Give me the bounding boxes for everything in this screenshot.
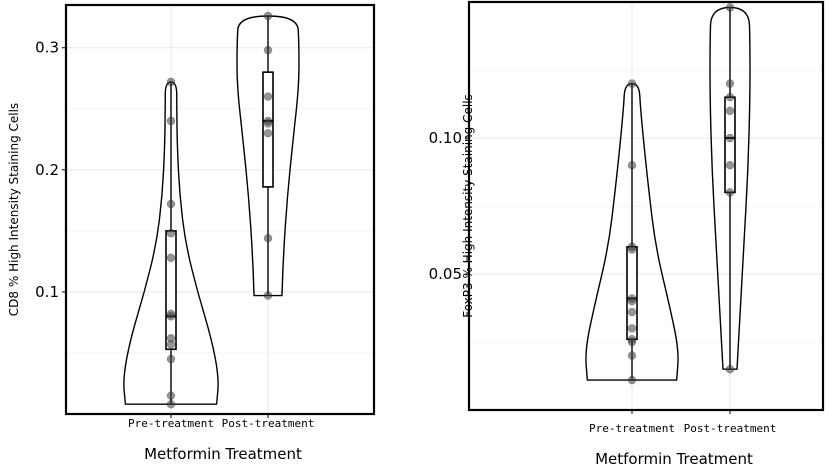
x-tick-label: Post-treatment <box>684 422 777 435</box>
y-tick-label: 0.10 <box>429 129 462 147</box>
data-point <box>166 116 176 126</box>
data-point <box>627 351 637 360</box>
data-point <box>725 160 735 170</box>
data-point <box>725 364 735 374</box>
box <box>165 230 177 351</box>
y-tick-label: 0.3 <box>35 39 59 57</box>
data-point <box>627 245 637 254</box>
data-point <box>725 133 735 143</box>
data-point <box>725 92 735 102</box>
x-axis-label: Metformin Treatment <box>144 445 302 463</box>
y-axis-label: FoxP3 % High Intensity Staining Cells <box>461 94 475 318</box>
data-point <box>166 391 176 400</box>
data-point <box>263 128 273 138</box>
violin-post-treatment <box>236 15 300 297</box>
data-point <box>166 340 176 349</box>
data-point <box>166 399 176 409</box>
data-point <box>263 45 273 55</box>
violin-pre-treatment <box>585 82 679 381</box>
data-point <box>166 229 176 238</box>
y-tick-label: 0.1 <box>35 283 59 301</box>
data-point <box>166 354 176 364</box>
x-axis-label: Metformin Treatment <box>595 450 753 468</box>
data-point <box>627 296 637 306</box>
data-point <box>166 312 176 321</box>
data-point <box>166 199 176 209</box>
plot-frame <box>467 0 825 412</box>
data-point <box>263 11 273 21</box>
data-point <box>166 253 176 262</box>
data-point <box>263 119 273 128</box>
data-point <box>627 307 637 317</box>
cd8-panel: Pre-treatment Post-treatment 0.1 0.2 0.3CD8 … <box>7 3 376 463</box>
data-point <box>725 106 735 116</box>
data-point <box>725 3 735 12</box>
y-tick-label: 0.05 <box>429 265 462 283</box>
data-point <box>263 92 273 101</box>
plot-frame <box>64 3 376 416</box>
y-axis-label: CD8 % High Intensity Staining Cells <box>7 103 21 316</box>
data-point <box>725 188 735 197</box>
violin-post-treatment <box>709 6 751 370</box>
data-point <box>627 79 637 88</box>
data-point <box>263 233 273 243</box>
x-tick-label: Pre-treatment <box>589 422 675 435</box>
data-point <box>627 160 637 170</box>
x-tick-label: Pre-treatment <box>128 417 214 430</box>
x-tick-label: Post-treatment <box>222 417 315 430</box>
data-point <box>166 77 176 87</box>
data-point <box>263 291 273 300</box>
data-point <box>627 324 637 333</box>
data-point <box>627 375 637 385</box>
y-tick-label: 0.2 <box>35 161 59 179</box>
data-point <box>627 337 637 347</box>
data-point <box>725 79 735 88</box>
